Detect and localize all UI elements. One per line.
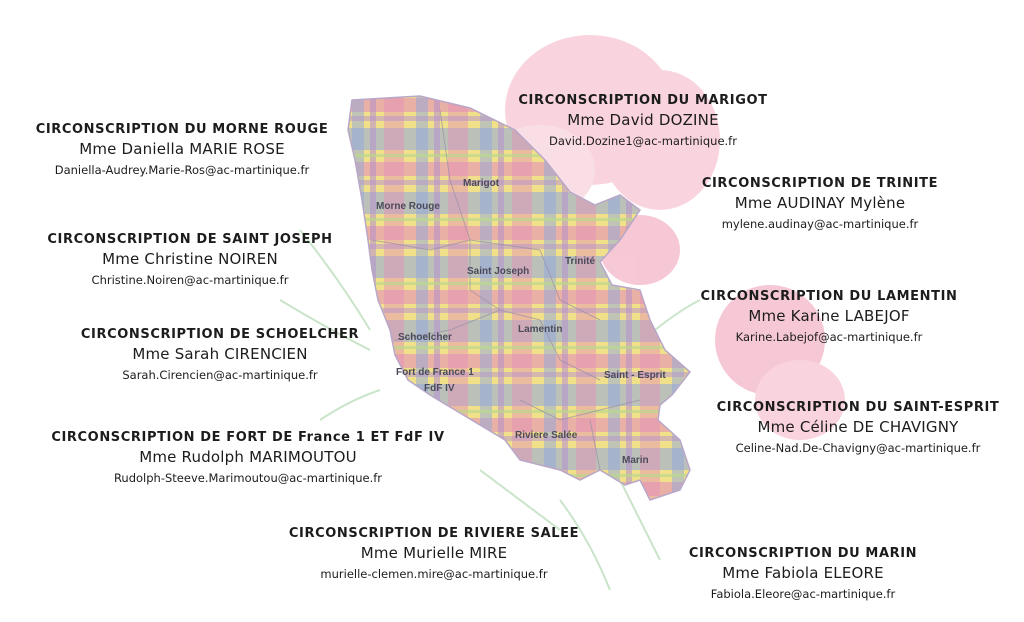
- palm-leaf-decoration: [279, 229, 701, 591]
- map-label-trinite: Trinité: [565, 256, 595, 267]
- card-title: CIRCONSCRIPTION DU MARIN: [688, 546, 918, 561]
- card-trinite: CIRCONSCRIPTION DE TRINITE Mme AUDINAY M…: [702, 176, 938, 231]
- card-saint-joseph: CIRCONSCRIPTION DE SAINT JOSEPH Mme Chri…: [47, 232, 332, 287]
- card-title: CIRCONSCRIPTION DU SAINT-ESPRIT: [716, 400, 1000, 415]
- card-title: CIRCONSCRIPTION DU MARIGOT: [518, 93, 768, 108]
- card-email[interactable]: David.Dozine1@ac-martinique.fr: [549, 134, 737, 148]
- map-label-fdf-iv: FdF IV: [424, 383, 455, 394]
- card-email[interactable]: Daniella-Audrey.Marie-Ros@ac-martinique.…: [54, 163, 310, 177]
- card-name: Mme Murielle MIRE: [360, 544, 508, 562]
- card-title: CIRCONSCRIPTION DE RIVIERE SALEE: [288, 526, 580, 541]
- card-name: Mme Céline DE CHAVIGNY: [757, 418, 959, 436]
- card-name: Mme Christine NOIREN: [102, 250, 278, 268]
- card-marigot: CIRCONSCRIPTION DU MARIGOT Mme David DOZ…: [518, 93, 767, 148]
- card-name: Mme AUDINAY Mylène: [734, 194, 906, 212]
- card-schoelcher: CIRCONSCRIPTION DE SCHOELCHER Mme Sarah …: [81, 327, 359, 382]
- card-name: Mme Fabiola ELEORE: [722, 564, 884, 582]
- card-email[interactable]: Sarah.Cirencien@ac-martinique.fr: [122, 368, 318, 382]
- card-saint-esprit: CIRCONSCRIPTION DU SAINT-ESPRIT Mme Céli…: [717, 400, 1000, 455]
- card-fort-de-france: CIRCONSCRIPTION DE FORT DE France 1 ET F…: [51, 430, 444, 485]
- district-borders: [371, 109, 641, 471]
- card-title: CIRCONSCRIPTION DU MORNE ROUGE: [35, 122, 329, 137]
- map-label-lamentin: Lamentin: [518, 324, 562, 335]
- card-email[interactable]: Christine.Noiren@ac-martinique.fr: [91, 273, 289, 287]
- card-title: CIRCONSCRIPTION DE FORT DE France 1 ET F…: [51, 430, 445, 445]
- map-label-schoelcher: Schoelcher: [398, 332, 452, 343]
- card-name: Mme Sarah CIRENCIEN: [132, 345, 308, 363]
- card-title: CIRCONSCRIPTION DE TRINITE: [701, 176, 939, 191]
- card-marin: CIRCONSCRIPTION DU MARIN Mme Fabiola ELE…: [689, 546, 917, 601]
- card-email[interactable]: Rudolph-Steeve.Marimoutou@ac-martinique.…: [113, 471, 383, 485]
- island-outline: [347, 95, 692, 501]
- card-title: CIRCONSCRIPTION DE SCHOELCHER: [80, 327, 360, 342]
- card-email[interactable]: Fabiola.Eleore@ac-martinique.fr: [710, 587, 896, 601]
- card-name: Mme David DOZINE: [567, 111, 719, 129]
- map-label-riviere-salee: Riviere Salée: [515, 430, 578, 441]
- card-title: CIRCONSCRIPTION DU LAMENTIN: [700, 289, 958, 304]
- card-name: Mme Karine LABEJOF: [748, 307, 910, 325]
- card-riviere-salee: CIRCONSCRIPTION DE RIVIERE SALEE Mme Mur…: [289, 526, 579, 581]
- map-label-fort-de-france-1: Fort de France 1: [396, 367, 474, 378]
- card-email[interactable]: Karine.Labejof@ac-martinique.fr: [735, 330, 923, 344]
- card-name: Mme Rudolph MARIMOUTOU: [139, 448, 357, 466]
- map-label-marigot: Marigot: [463, 178, 500, 189]
- map-label-marin: Marin: [622, 455, 649, 466]
- card-email[interactable]: murielle-clemen.mire@ac-martinique.fr: [320, 567, 548, 581]
- map-label-morne-rouge: Morne Rouge: [376, 201, 440, 212]
- map-label-saint-esprit: Saint - Esprit: [604, 370, 666, 381]
- card-title: CIRCONSCRIPTION DE SAINT JOSEPH: [47, 232, 333, 247]
- card-name: Mme Daniella MARIE ROSE: [79, 140, 285, 158]
- card-morne-rouge: CIRCONSCRIPTION DU MORNE ROUGE Mme Danie…: [36, 122, 329, 177]
- map-label-saint-joseph: Saint Joseph: [467, 266, 529, 277]
- card-email[interactable]: Celine-Nad.De-Chavigny@ac-martinique.fr: [735, 441, 981, 455]
- card-lamentin: CIRCONSCRIPTION DU LAMENTIN Mme Karine L…: [701, 289, 958, 344]
- card-email[interactable]: mylene.audinay@ac-martinique.fr: [721, 217, 919, 231]
